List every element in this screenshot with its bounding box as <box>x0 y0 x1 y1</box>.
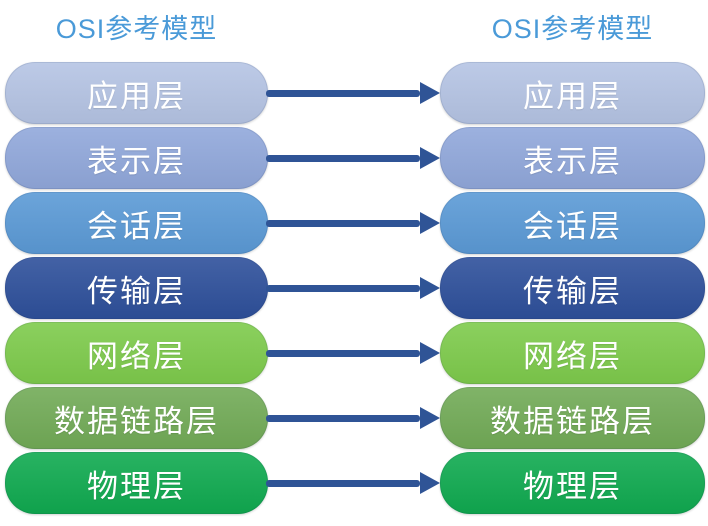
arrow-head-icon <box>420 472 440 494</box>
arrow-application-layer <box>266 62 440 124</box>
arrow-head-icon <box>420 212 440 234</box>
left-layer-column: 应用层表示层会话层传输层网络层数据链路层物理层 <box>5 62 268 514</box>
arrow-transport-layer <box>266 257 440 319</box>
arrow-head-icon <box>420 277 440 299</box>
right-column-title: OSI参考模型 <box>491 14 654 44</box>
arrow-shaft <box>266 284 420 292</box>
arrow-network-layer <box>266 322 440 384</box>
right-pill-transport-layer: 传输层 <box>440 257 705 319</box>
left-pill-presentation-layer: 表示层 <box>5 127 268 189</box>
left-pill-network-layer: 网络层 <box>5 322 268 384</box>
arrow-data-link-layer <box>266 387 440 449</box>
right-pill-physical-layer: 物理层 <box>440 452 705 514</box>
left-pill-session-layer: 会话层 <box>5 192 268 254</box>
left-pill-application-layer: 应用层 <box>5 62 268 124</box>
left-pill-physical-layer: 物理层 <box>5 452 268 514</box>
arrow-shaft <box>266 479 420 487</box>
arrow-shaft <box>266 349 420 357</box>
arrow-shaft <box>266 414 420 422</box>
right-pill-presentation-layer: 表示层 <box>440 127 705 189</box>
arrow-physical-layer <box>266 452 440 514</box>
layer-arrows <box>266 62 440 514</box>
left-pill-data-link-layer: 数据链路层 <box>5 387 268 449</box>
arrow-head-icon <box>420 407 440 429</box>
right-pill-session-layer: 会话层 <box>440 192 705 254</box>
right-pill-application-layer: 应用层 <box>440 62 705 124</box>
right-pill-network-layer: 网络层 <box>440 322 705 384</box>
arrow-session-layer <box>266 192 440 254</box>
arrow-head-icon <box>420 147 440 169</box>
right-pill-data-link-layer: 数据链路层 <box>440 387 705 449</box>
arrow-head-icon <box>420 342 440 364</box>
arrow-presentation-layer <box>266 127 440 189</box>
left-column-title: OSI参考模型 <box>55 14 218 44</box>
arrow-shaft <box>266 89 420 97</box>
left-pill-transport-layer: 传输层 <box>5 257 268 319</box>
arrow-head-icon <box>420 82 440 104</box>
arrow-shaft <box>266 219 420 227</box>
right-layer-column: 应用层表示层会话层传输层网络层数据链路层物理层 <box>440 62 705 514</box>
arrow-shaft <box>266 154 420 162</box>
